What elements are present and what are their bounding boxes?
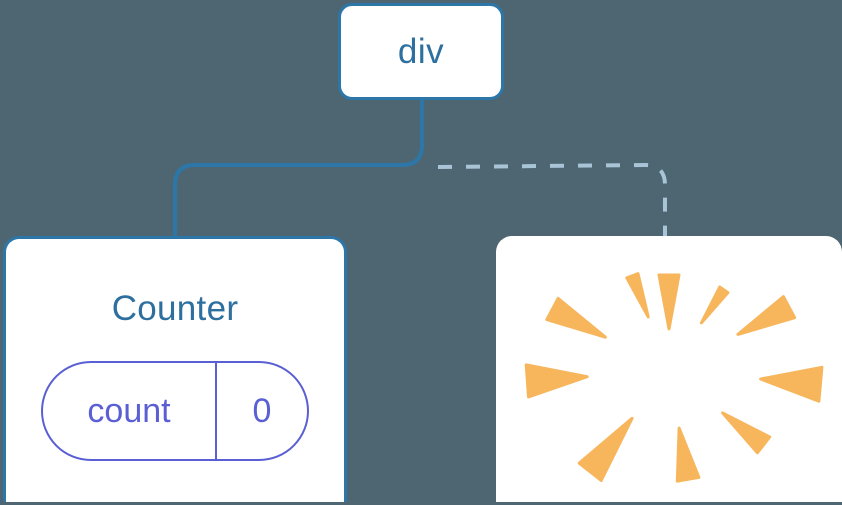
edge-root-to-counter (173, 100, 424, 238)
sparkle-ray-9 (625, 272, 650, 319)
edge-root-to-sparkle (437, 162, 667, 238)
sparkle-ray-6 (577, 416, 634, 482)
sparkle-ray-1 (699, 285, 730, 325)
sparkle-ray-5 (675, 426, 701, 483)
sparkle-ray-4 (721, 411, 772, 455)
node-sparkle[interactable] (496, 236, 842, 502)
node-div-label: div (397, 31, 445, 71)
node-counter-label: Counter (111, 289, 239, 328)
state-pill-count[interactable]: count 0 (41, 361, 309, 461)
sparkle-ray-7 (524, 363, 589, 399)
sparkle-ray-8 (545, 296, 607, 339)
state-pill-value: 0 (215, 363, 307, 459)
state-pill-key: count (87, 391, 171, 430)
sparkle-ray-3 (759, 365, 824, 403)
sparkle-ray-0 (657, 273, 681, 331)
node-counter[interactable]: Counter count 0 (3, 236, 347, 502)
sparkle-ray-2 (736, 295, 797, 336)
node-div[interactable]: div (338, 3, 504, 100)
sparkle-burst-icon (524, 272, 824, 483)
